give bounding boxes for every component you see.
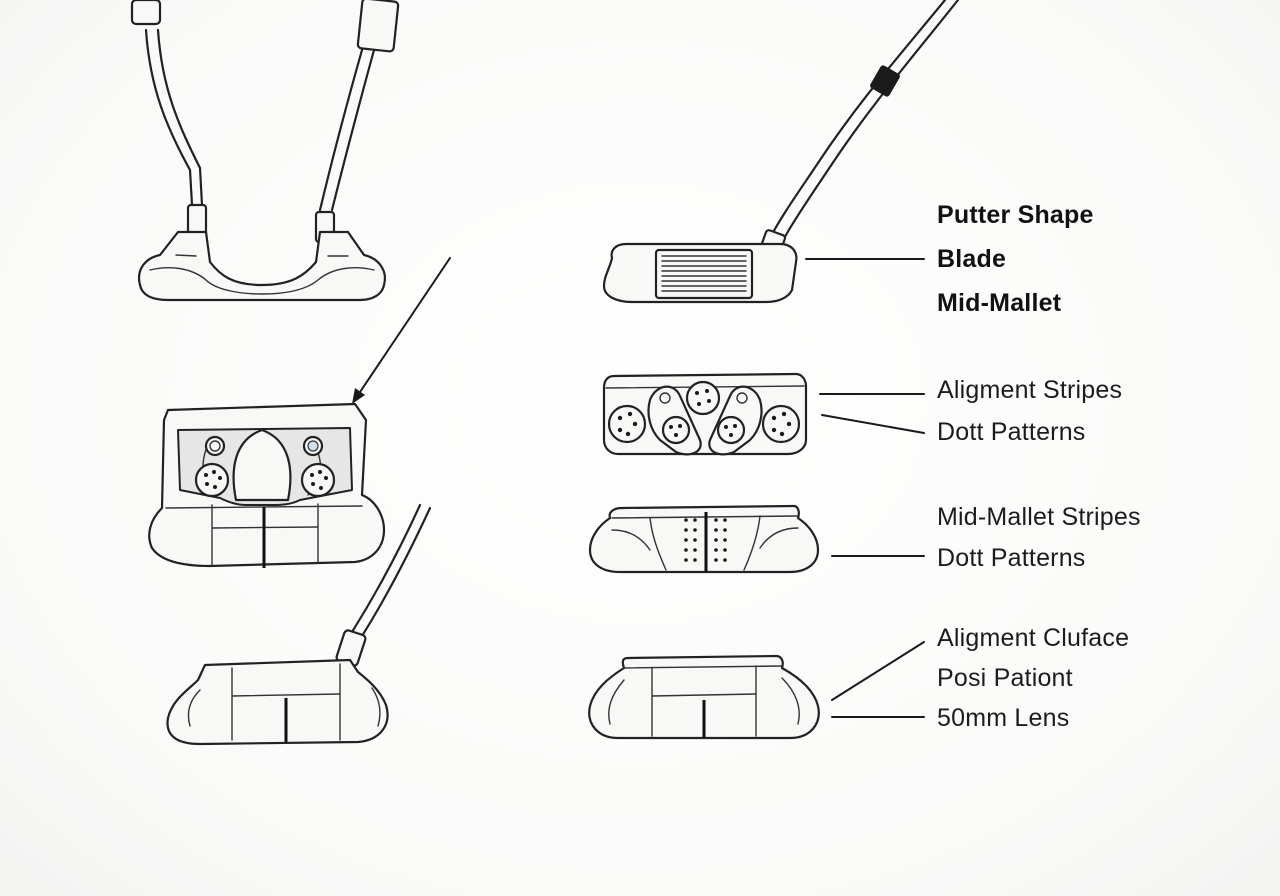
label-dott-patterns-2: Dott Patterns <box>937 544 1086 572</box>
label-50mm-lens: 50mm Lens <box>937 704 1070 732</box>
label-mid-mallet-stripes: Mid-Mallet Stripes <box>937 503 1141 531</box>
label-dott-patterns-1: Dott Patterns <box>937 418 1086 446</box>
label-alignment-stripes: Aligment Stripes <box>937 376 1123 404</box>
label-mid-mallet: Mid-Mallet <box>937 289 1062 317</box>
putter-bottom-right-mallet <box>588 641 925 740</box>
putter-double-shaft-mallet <box>130 0 400 302</box>
putter-large-mallet <box>148 402 386 568</box>
pointer-arrow <box>352 257 451 404</box>
label-putter-shape: Putter Shape <box>937 201 1094 229</box>
putter-mid-mallet-stripes <box>588 504 925 574</box>
putter-blade <box>602 0 960 304</box>
label-alignment-cluface: Aligment Cluface <box>937 624 1130 652</box>
putter-dot-pattern-mallet <box>602 372 925 456</box>
putter-bottom-left-mallet <box>166 503 432 746</box>
label-posi-pationt: Posi Pationt <box>937 664 1073 692</box>
label-blade: Blade <box>937 245 1007 273</box>
